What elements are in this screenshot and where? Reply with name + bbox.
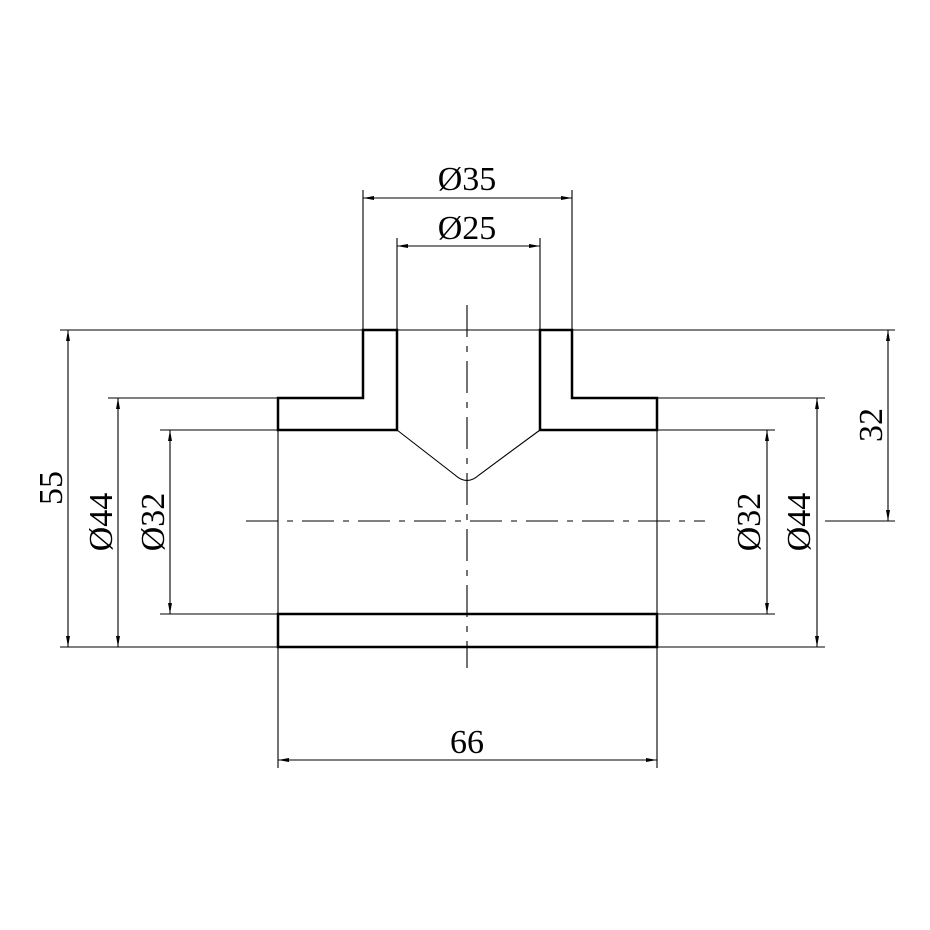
label-outer-run-diameter-right: Ø44 — [781, 493, 818, 552]
label-branch-height: 32 — [853, 408, 890, 442]
label-inner-run-diameter-left: Ø32 — [135, 493, 172, 552]
label-overall-height: 55 — [33, 471, 70, 505]
label-overall-length: 66 — [450, 724, 484, 761]
label-outer-run-diameter-left: Ø44 — [83, 493, 120, 552]
right-wall-section — [538, 328, 659, 432]
branch-intersection-curve — [396, 429, 541, 482]
left-wall-section — [276, 328, 399, 432]
label-inner-branch-diameter: Ø25 — [438, 210, 497, 247]
label-outer-branch-diameter: Ø35 — [438, 161, 497, 198]
extension-lines — [60, 190, 895, 768]
label-inner-run-diameter-right: Ø32 — [731, 493, 768, 552]
